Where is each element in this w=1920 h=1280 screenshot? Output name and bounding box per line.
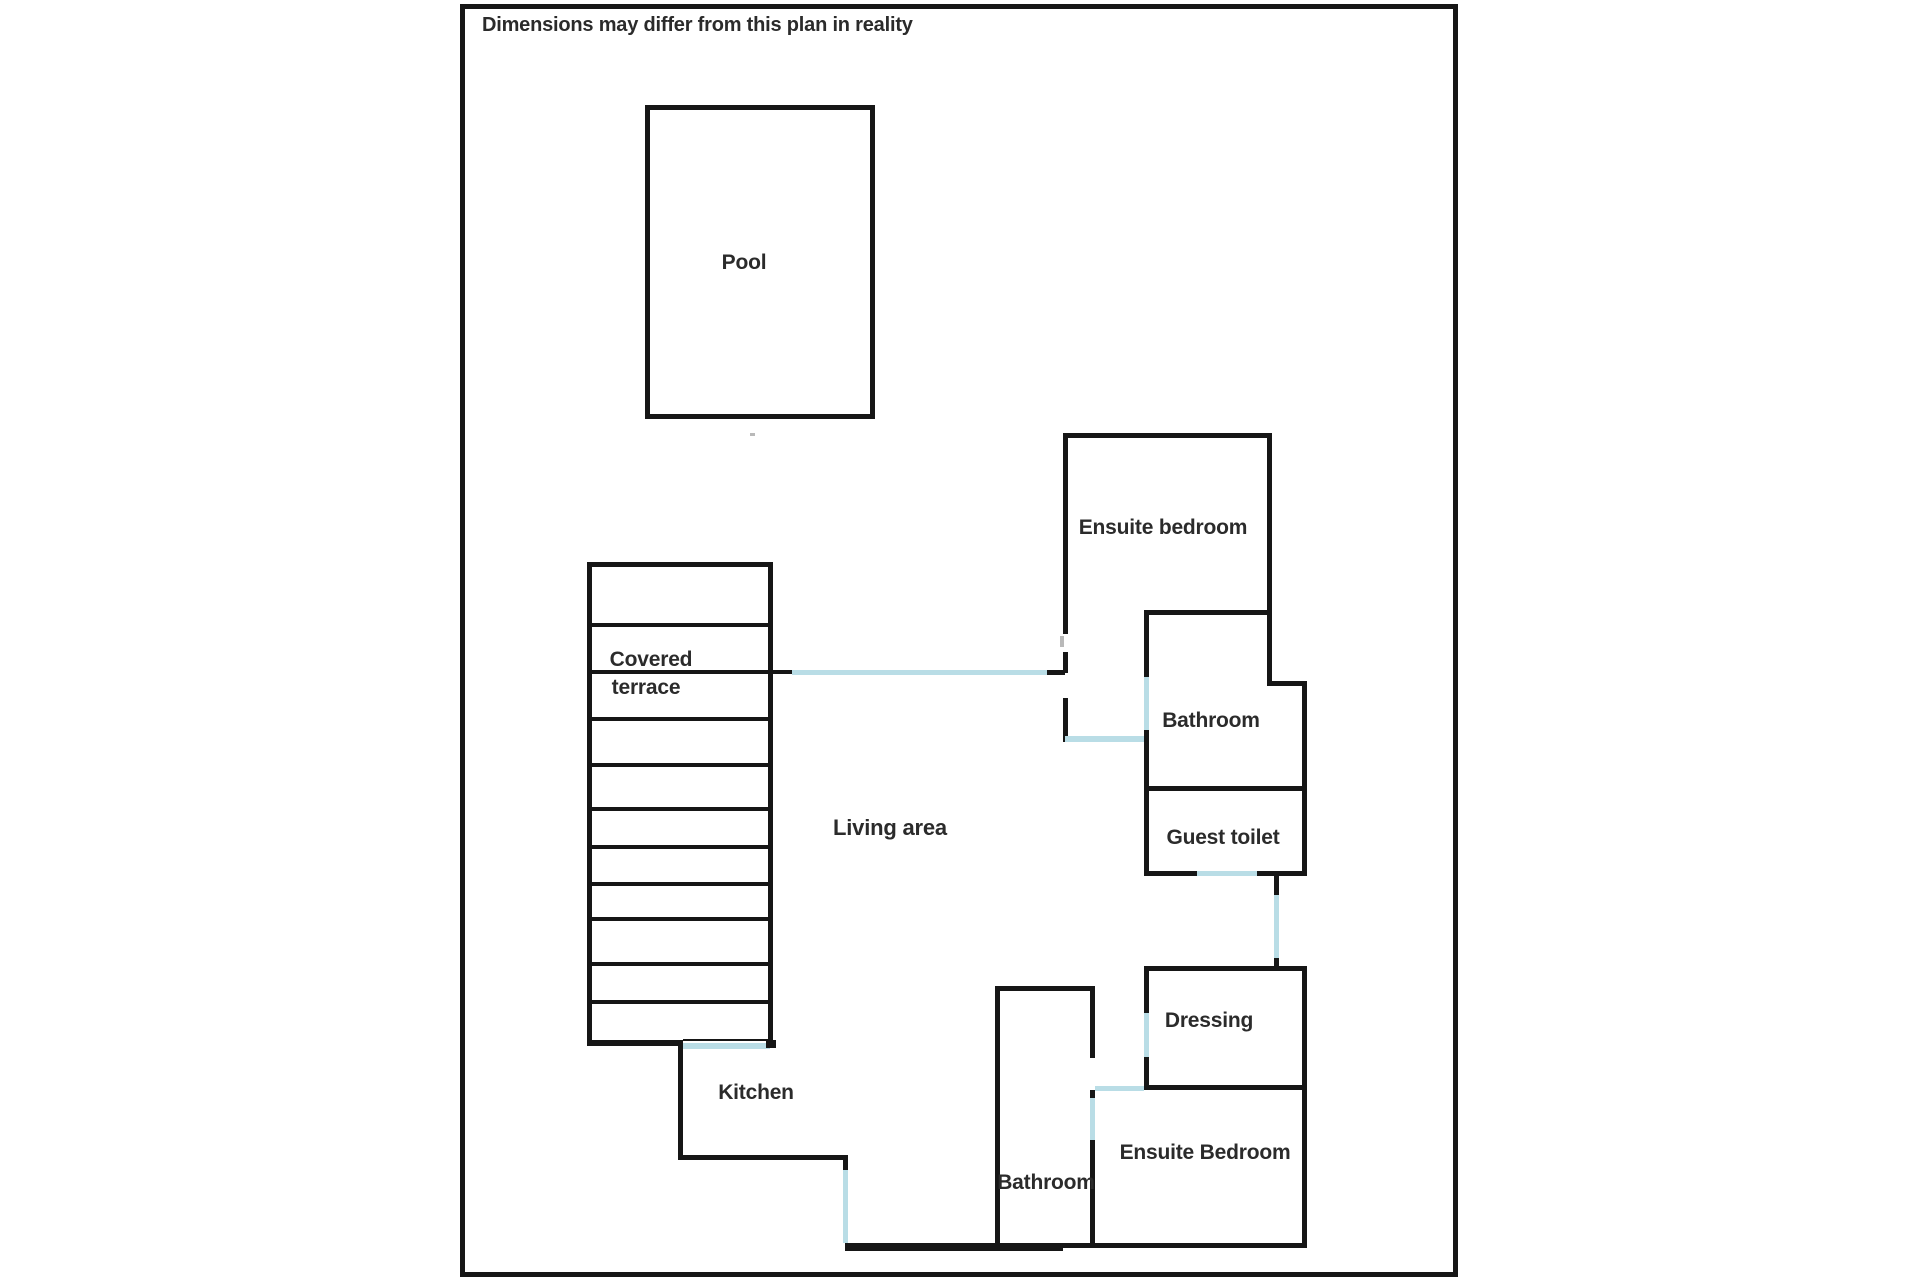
- terrace-slat: [591, 917, 769, 921]
- ensuite-top-label: Ensuite bedroom: [1078, 516, 1248, 539]
- terrace-bottom-corner: [766, 1040, 776, 1048]
- kitchen-bottom-wall: [678, 1155, 848, 1160]
- kitchen-label: Kitchen: [718, 1081, 794, 1104]
- bathroom-top-left-wall: [1144, 610, 1149, 677]
- guest-toilet-left-wall: [1144, 788, 1149, 876]
- bathroom-top-right-wall: [1302, 681, 1307, 876]
- dressing-left-wall: [1144, 966, 1149, 1013]
- guest-toilet-bottom-wall: [1257, 871, 1307, 876]
- door-ensuite-bottom: [1095, 1086, 1144, 1091]
- bathroom-top-top-wall: [1144, 610, 1272, 615]
- terrace-slat: [591, 845, 769, 849]
- terrace-bottom-wall: [587, 1040, 683, 1046]
- bottom-wall-thick: [845, 1243, 1063, 1251]
- terrace-slat: [591, 962, 769, 966]
- bathroom-bottom-right-stub: [1090, 1090, 1095, 1098]
- bathroom-top-left-wall: [1144, 730, 1149, 791]
- door-passage-dressing: [1274, 895, 1279, 962]
- dressing-bottom-wall: [1144, 1085, 1307, 1090]
- terrace-slat: [591, 623, 769, 627]
- terrace-slat: [591, 763, 769, 767]
- terrace-slat: [591, 670, 769, 674]
- bathroom-bottom-top-wall: [995, 986, 1095, 991]
- dressing-label: Dressing: [1164, 1009, 1254, 1032]
- guest-toilet-label: Guest toilet: [1166, 826, 1280, 849]
- door-guest-toilet: [1197, 871, 1257, 876]
- terrace-slat: [591, 1000, 769, 1004]
- ensuite-top-top-wall: [1063, 433, 1272, 438]
- terrace-label-line2: terrace: [611, 676, 681, 699]
- door-swing-mark: [1060, 636, 1064, 647]
- bathroom-bottom-right-wall: [1090, 986, 1095, 1058]
- stray-mark: [750, 433, 755, 436]
- kitchen-left-wall: [678, 1044, 683, 1160]
- ensuite-top-right-wall: [1267, 433, 1272, 686]
- bathroom-bottom-right-wall: [1090, 1140, 1095, 1247]
- door-kitchen-hall: [843, 1170, 848, 1243]
- dressing-ensuite-right-wall: [1302, 966, 1307, 1247]
- disclaimer-text: Dimensions may differ from this plan in …: [482, 14, 913, 36]
- door-dressing: [1144, 1013, 1149, 1057]
- bathroom-bottom-label: Bathroom: [997, 1171, 1095, 1194]
- terrace-slat: [591, 807, 769, 811]
- terrace-label-line1: Covered: [609, 648, 693, 671]
- door-bathroom-top: [1144, 677, 1149, 730]
- bathroom-top-step-wall: [1267, 681, 1307, 686]
- passage-stub: [1274, 958, 1279, 968]
- dressing-left-wall: [1144, 1057, 1149, 1090]
- passage-stub: [1274, 876, 1279, 895]
- kitchen-right-stub: [843, 1155, 848, 1170]
- ensuite-top-left-wall: [1063, 433, 1068, 634]
- terrace-bottom-lintel: [683, 1039, 773, 1041]
- guest-toilet-bottom-wall: [1144, 871, 1197, 876]
- terrace-outline: [587, 562, 773, 1044]
- ensuite-top-left-wall: [1063, 652, 1068, 673]
- ensuite-top-left-wall: [1063, 698, 1068, 742]
- door-ensuite-top: [1065, 736, 1144, 742]
- pool-outline: [645, 105, 875, 419]
- dressing-top-wall: [1144, 966, 1307, 971]
- door-bathroom-bottom: [1090, 1098, 1095, 1140]
- glass-run-right-stub: [1047, 670, 1065, 675]
- bathroom-bottom-left-wall: [995, 986, 1000, 1247]
- ensuite-bottom-label: Ensuite Bedroom: [1119, 1141, 1291, 1164]
- door-terrace-kitchen: [683, 1043, 770, 1049]
- glass-run-living: [792, 670, 1047, 675]
- terrace-slat: [591, 717, 769, 721]
- pool-label: Pool: [721, 251, 767, 274]
- bottom-wall: [1062, 1243, 1307, 1248]
- terrace-slat: [591, 882, 769, 886]
- glass-run-left-stub: [771, 670, 792, 674]
- bathroom-guesttoilet-divider: [1144, 786, 1307, 791]
- plan-outer-border: [460, 4, 1458, 1277]
- living-area-label: Living area: [833, 815, 947, 840]
- bathroom-top-label: Bathroom: [1162, 709, 1260, 732]
